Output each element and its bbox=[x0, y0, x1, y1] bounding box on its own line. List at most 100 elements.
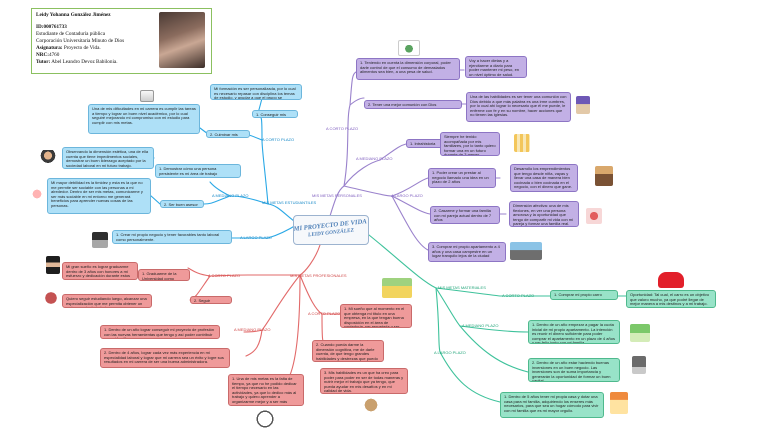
student-photo bbox=[159, 12, 205, 68]
personal-long-goal-3[interactable]: 3. Comprar mi propio apartamento a 4 año… bbox=[428, 242, 506, 262]
connector bbox=[187, 267, 211, 277]
connector bbox=[329, 185, 345, 217]
studies-short-goal-2-detail[interactable]: Una de mis dificultades en mi carrera es… bbox=[88, 104, 200, 134]
studies-long-term-label[interactable]: A LARGO PLAZO bbox=[240, 235, 272, 240]
material-mid-goal-2[interactable]: 2. Dentro de un año estar haciendo buena… bbox=[528, 358, 620, 382]
professional-short-term-label[interactable]: A CORTO PLAZO bbox=[208, 273, 241, 278]
personal-long-goal-2-detail[interactable]: Dimensión afectiva: una de mis flexiones… bbox=[509, 201, 579, 227]
connector bbox=[261, 139, 269, 205]
professional-mid-goal-1[interactable]: 1. Dentro de un año lograr conseguir mi … bbox=[100, 325, 220, 339]
studies-mid-term-label[interactable]: A MEDIANO PLAZO bbox=[212, 193, 249, 198]
connector bbox=[391, 195, 431, 215]
material-short-term-label[interactable]: A CORTO PLAZO bbox=[502, 293, 535, 298]
personal-short-term-label[interactable]: A CORTO PLAZO bbox=[326, 126, 359, 131]
prayer-icon bbox=[576, 96, 590, 114]
professional-long-goal-2[interactable]: 2. Cuando pueda darme la dimensión cogni… bbox=[312, 340, 384, 362]
professional-goal-2[interactable]: 2. Seguir estudiando bbox=[190, 296, 232, 304]
books-icon bbox=[40, 290, 62, 310]
material-short-goal-1-detail[interactable]: Oportunidad: Tal cual, el carro es un ob… bbox=[626, 290, 716, 308]
celebration-icon bbox=[382, 278, 412, 298]
connector bbox=[343, 185, 393, 197]
professional-mid-goal-2[interactable]: 2. Dentro de 4 años, lograr cada vez más… bbox=[100, 348, 230, 368]
personal-long-goal-2[interactable]: 2. Casarme y formar una familia con mi p… bbox=[430, 206, 500, 224]
connector bbox=[229, 195, 269, 205]
connector bbox=[245, 329, 263, 357]
branch-professional-title[interactable]: MIS METAS PROFESIONALES bbox=[290, 273, 347, 278]
student-name: Leidy Yohanna González Jiménez bbox=[36, 12, 111, 18]
connector bbox=[435, 287, 441, 353]
car-icon bbox=[658, 272, 684, 288]
student-university: Corporación Universitaria Minuto de Dios bbox=[36, 38, 125, 44]
professional-goal-1[interactable]: 1. Graduarme de la Universidad como Cont… bbox=[138, 269, 190, 281]
material-short-goal-1[interactable]: 1. Comprar mi propio carro bbox=[550, 290, 618, 300]
connector bbox=[435, 287, 461, 327]
business-icon bbox=[595, 166, 613, 186]
connector bbox=[209, 181, 231, 197]
house-icon bbox=[510, 242, 542, 260]
connector bbox=[459, 325, 529, 333]
health-icon bbox=[398, 40, 420, 56]
connector bbox=[243, 329, 263, 333]
professional-personal-challenge[interactable]: 1. Una de mis metas es la falta de tiemp… bbox=[228, 374, 304, 406]
material-long-term-label[interactable]: A LARGO PLAZO bbox=[434, 350, 466, 355]
branch-personal-title[interactable]: MIS METAS PERSONALES bbox=[312, 193, 362, 198]
personal-long-goal-1-detail[interactable]: Desarrollo los emprendimientos que tengo… bbox=[510, 164, 578, 192]
personal-long-term-label[interactable]: A LARGO PLAZO bbox=[391, 193, 423, 198]
material-long-goal-1[interactable]: 1. Dentro de 5 años tener mi propia casa… bbox=[500, 392, 604, 418]
tutor-label: Tutor: bbox=[36, 59, 51, 65]
branch-studies-title[interactable]: MIS METAS ESTUDIANTILES bbox=[262, 200, 317, 205]
apartment-icon bbox=[630, 324, 650, 342]
connector bbox=[209, 274, 249, 277]
studies-long-goal-1[interactable]: 1. Crear mi propio negocio y tener favor… bbox=[112, 230, 232, 244]
personal-mid-term-label[interactable]: A MEDIANO PLAZO bbox=[356, 156, 393, 161]
connector bbox=[391, 195, 429, 251]
study-icon bbox=[140, 90, 154, 102]
investment-icon bbox=[632, 356, 646, 374]
studies-short-term-label[interactable]: A CORTO PLAZO bbox=[262, 137, 295, 142]
nrc-value: 4760 bbox=[48, 52, 60, 58]
family-icon bbox=[514, 134, 530, 152]
professional-goal-2-detail[interactable]: Quiero seguir estudiando luego, alcanzar… bbox=[62, 294, 152, 308]
studies-mid-goal-2[interactable]: 2. Ser buen asesor bbox=[160, 200, 204, 208]
student-profile-card: Leidy Yohanna González Jiménez ID:000761… bbox=[31, 8, 212, 74]
personal-goal-1-detail[interactable]: Voy a hacer dietas y a ejercitarme a dia… bbox=[465, 56, 527, 78]
leader-icon bbox=[40, 150, 56, 166]
material-mid-goal-1[interactable]: 1. Dentro de un año empezar a pagar la c… bbox=[528, 320, 620, 344]
student-program: Estudiante de Contaduría pública bbox=[36, 31, 106, 37]
connector bbox=[368, 234, 437, 289]
connector bbox=[435, 287, 501, 297]
professional-long-goal-3[interactable]: 3. Mis habilidades es un que ha creo par… bbox=[320, 368, 408, 394]
professional-long-goal-1[interactable]: 1. Mi sueño que al momento en el que obt… bbox=[340, 304, 412, 328]
shy-icon bbox=[30, 186, 44, 202]
studies-intro[interactable]: Mi formación es ser personalizada, por l… bbox=[210, 84, 302, 100]
professional-mid-term-label[interactable]: A MEDIANO PLAZO bbox=[234, 327, 271, 332]
material-mid-term-label[interactable]: A MEDIANO PLAZO bbox=[462, 323, 499, 328]
subject-label: Asignatura: bbox=[36, 45, 63, 51]
subject-value: Proyecto de Vida. bbox=[63, 45, 101, 51]
studies-short-goal-1[interactable]: 1. Conseguir mis diplomas. bbox=[252, 110, 298, 118]
connector bbox=[349, 97, 365, 106]
connector bbox=[379, 143, 407, 161]
connector bbox=[343, 159, 381, 187]
branch-material-title[interactable]: MIS METAS MATERIALES bbox=[438, 285, 486, 290]
personal-long-goal-1[interactable]: 1. Poder crear un prestar al negocio lla… bbox=[428, 168, 496, 188]
personal-goal-1[interactable]: 1. Teniendo en cuenta la dimensión corpo… bbox=[356, 58, 460, 80]
studies-mid-goal-2-detail[interactable]: Mi mayor debilidad es la timidez y esta … bbox=[47, 178, 151, 214]
personal-goal-2[interactable]: 2. Tener una mejor comunión con Dios bbox=[364, 100, 462, 109]
connector bbox=[349, 71, 357, 106]
studies-mid-goal-1[interactable]: 1. Demostrar cómo una persona persistent… bbox=[155, 164, 241, 178]
connector bbox=[459, 325, 529, 373]
couple-icon bbox=[586, 208, 602, 224]
professional-goal-1-detail[interactable]: Mi gran sueño es lograr graduarme dentro… bbox=[62, 262, 138, 280]
studies-mid-goal-1-detail[interactable]: Observando la dimensión estética, una de… bbox=[62, 147, 154, 169]
personal-mid-goal-1-detail[interactable]: Siempre he tenido acompañada por mis fam… bbox=[440, 132, 500, 156]
connector bbox=[391, 177, 429, 197]
connector bbox=[299, 274, 323, 315]
clock-icon bbox=[256, 410, 274, 428]
connector bbox=[203, 195, 231, 205]
connector bbox=[289, 274, 301, 376]
professional-long-term-label[interactable]: A CORTO PLAZO bbox=[308, 311, 341, 316]
personal-goal-2-detail[interactable]: Una de las habilidades es ser tener una … bbox=[466, 92, 571, 122]
